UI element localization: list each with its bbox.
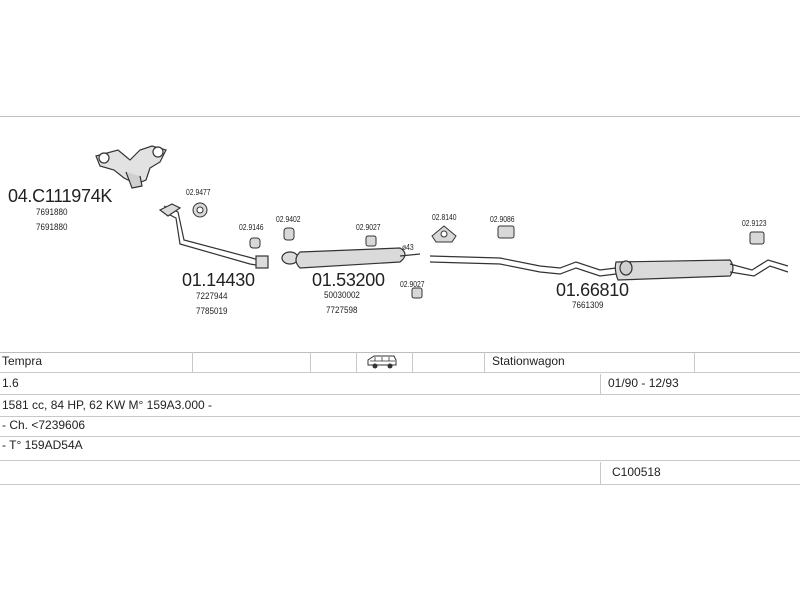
part-ref: 7785019 xyxy=(196,306,228,317)
engine-spec: 1581 cc, 84 HP, 62 KW M° 159A3.000 - xyxy=(2,398,213,412)
front-muffler-part[interactable] xyxy=(281,247,421,269)
table-row: - Ch. <7239606 xyxy=(0,418,800,437)
table-row: - T° 159AD54A xyxy=(0,438,800,461)
part-ref: 7691880 xyxy=(36,207,68,218)
part-ref: 7661309 xyxy=(572,300,604,311)
part-code-hanger[interactable]: 02.9086 xyxy=(490,214,515,224)
table-row: 1.6 01/90 - 12/93 xyxy=(0,374,800,395)
body-type: Stationwagon xyxy=(492,354,565,368)
exhaust-diagram: 04.C111974K 7691880 7691880 02.9477 02.9… xyxy=(8,145,789,317)
part-ref: 7727598 xyxy=(326,305,358,316)
vehicle-model: Tempra xyxy=(2,354,43,368)
catalog-code[interactable]: C100518 xyxy=(612,465,661,479)
part-code-gasket[interactable]: 02.9477 xyxy=(186,187,211,197)
part-code-clamp[interactable]: 02.9027 xyxy=(400,279,425,289)
part-ref: 50030002 xyxy=(324,290,360,301)
part-code-rear-silencer[interactable]: 01.66810 xyxy=(556,280,629,300)
gasket-02-9477[interactable] xyxy=(192,202,208,218)
table-row: 1581 cc, 84 HP, 62 KW M° 159A3.000 - xyxy=(0,396,800,417)
engine-type: - T° 159AD54A xyxy=(2,438,83,452)
top-border xyxy=(0,116,800,117)
rear-silencer-part[interactable] xyxy=(429,255,789,281)
part-code-clamp[interactable]: 02.9146 xyxy=(239,222,264,232)
exhaust-manifold-part[interactable] xyxy=(95,145,167,189)
hanger-02-9086[interactable] xyxy=(497,225,515,239)
part-ref: 7227944 xyxy=(196,291,228,302)
part-code-hanger[interactable]: 02.8140 xyxy=(432,212,457,222)
front-pipe-part[interactable] xyxy=(158,203,269,269)
part-code-hanger[interactable]: 02.9123 xyxy=(742,218,767,228)
chassis-number: - Ch. <7239606 xyxy=(2,418,86,432)
clamp-02-9027-a[interactable] xyxy=(365,235,377,247)
production-years: 01/90 - 12/93 xyxy=(608,376,679,390)
pipe-diameter-label: ø43 xyxy=(402,242,414,252)
station-wagon-icon xyxy=(366,354,398,375)
engine-size: 1.6 xyxy=(2,376,19,390)
part-code-manifold[interactable]: 04.C111974K xyxy=(8,186,113,206)
table-top-border xyxy=(0,352,800,353)
part-code-clamp[interactable]: 02.9027 xyxy=(356,222,381,232)
part-code-front-muffler[interactable]: 01.53200 xyxy=(312,270,385,290)
clamp-02-9146[interactable] xyxy=(249,237,261,249)
clamp-02-9027-b[interactable] xyxy=(411,287,423,299)
part-code-front-pipe[interactable]: 01.14430 xyxy=(182,270,255,290)
hanger-02-9123[interactable] xyxy=(749,231,765,245)
hanger-02-8140[interactable] xyxy=(431,225,457,243)
table-row: Tempra Stationwagon xyxy=(0,352,800,373)
part-ref: 7691880 xyxy=(36,222,68,233)
clamp-02-9402[interactable] xyxy=(283,227,295,241)
table-row: C100518 xyxy=(0,462,800,485)
part-code-clamp[interactable]: 02.9402 xyxy=(276,214,301,224)
exhaust-system-drawing xyxy=(95,145,789,299)
